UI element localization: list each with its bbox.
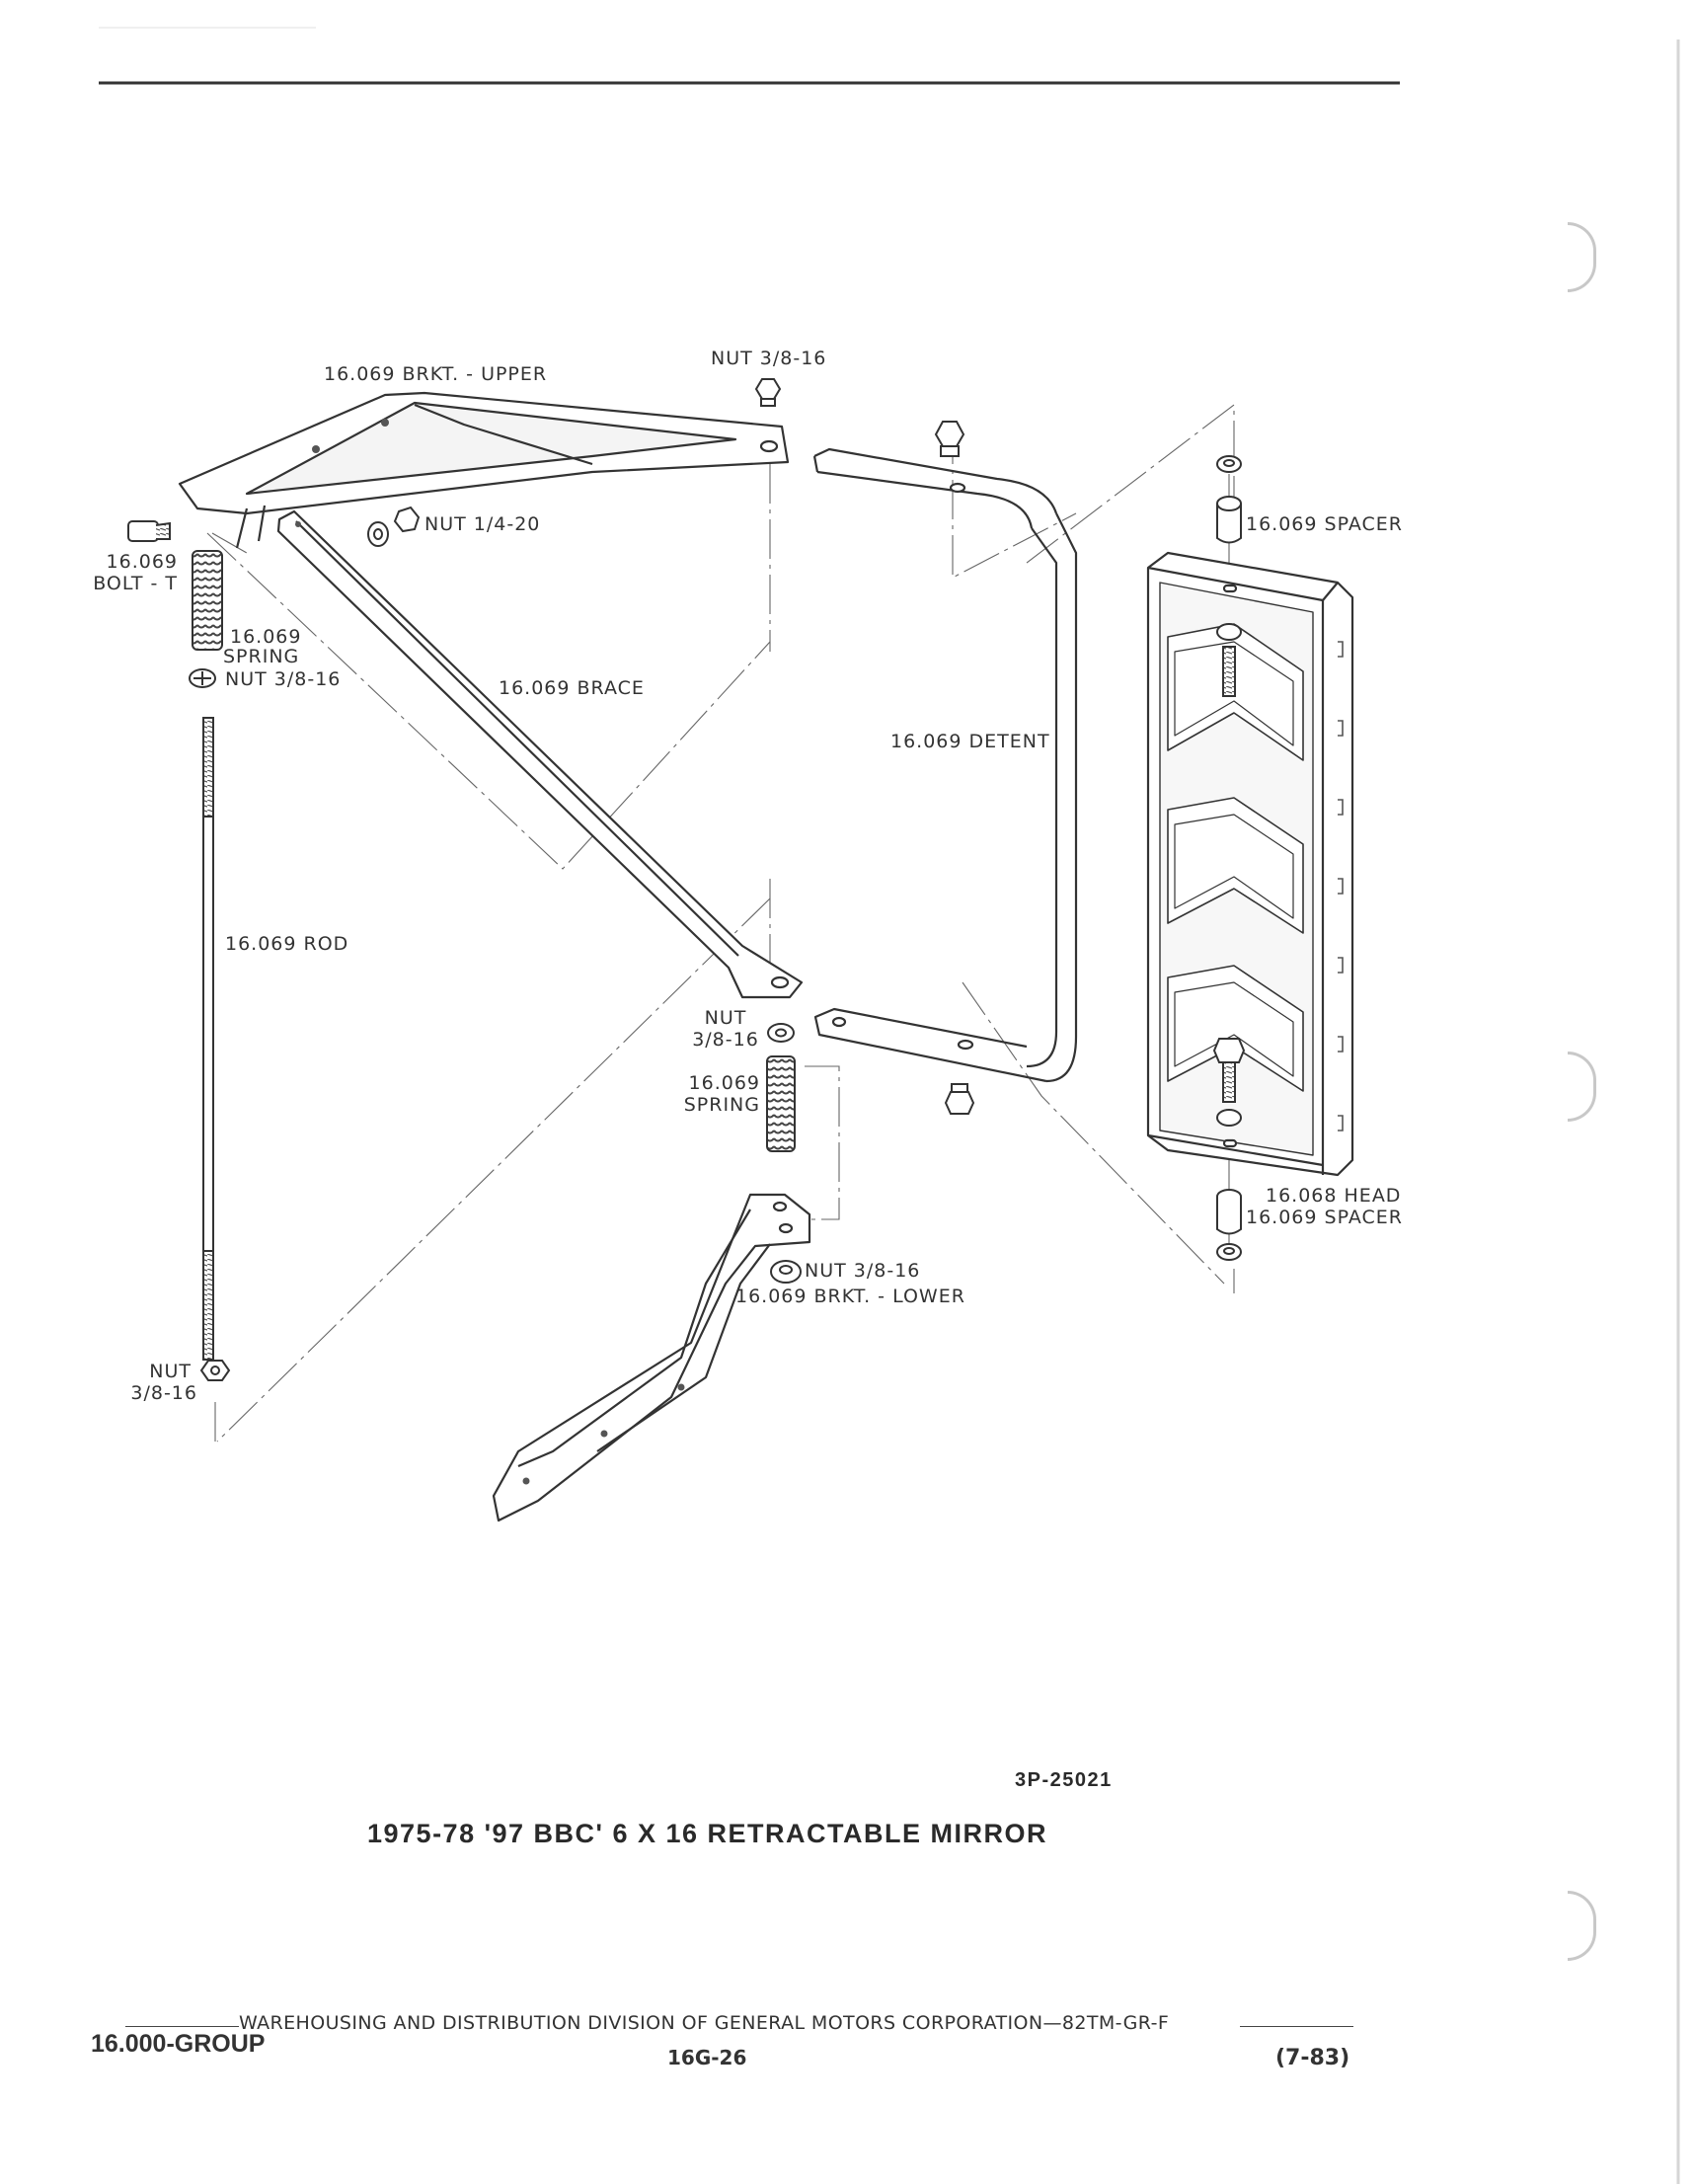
detent-nut-icon [934,421,965,457]
label-brace: 16.069 BRACE [499,677,645,699]
footer-publisher: WAREHOUSING AND DISTRIBUTION DIVISION OF… [239,2012,1170,2034]
label-bracket-upper: 16.069 BRKT. - UPPER [324,363,548,385]
label-nut-left: NUT 3/8-16 [225,668,342,690]
label-rod: 16.069 ROD [225,933,349,955]
mirror-head-clips [1338,641,1344,1131]
nut-mid-icon [767,1023,795,1043]
label-nut-bottom-line1: NUT [149,1361,192,1382]
nut-top-icon [754,378,782,407]
detent-icon [812,447,1078,1083]
label-bolt-t-line2: BOLT - T [93,573,178,594]
footer-date: (7-83) [1275,2046,1350,2070]
label-nut-mid-line1: NUT [704,1007,747,1029]
nut-lower-icon [770,1260,802,1284]
footer-rule-right [1240,2026,1353,2027]
footer-page-number: 16G-26 [667,2046,747,2069]
label-nut-lower: NUT 3/8-16 [805,1260,921,1282]
label-spring-upper-line1: 16.069 [230,626,302,648]
explode-guide-lines [206,403,1235,1443]
figure-caption: 1975-78 '97 BBC' 6 X 16 RETRACTABLE MIRR… [367,1819,1047,1848]
label-bracket-lower: 16.069 BRKT. - LOWER [735,1286,965,1307]
rod-icon [202,717,214,1361]
label-nut-top: NUT 3/8-16 [711,348,827,369]
footer-group: 16.000-GROUP [91,2030,266,2058]
spacer-bottom-icon [1216,1189,1242,1261]
label-spacer-top: 16.069 SPACER [1246,513,1403,535]
lower-bolt-icon [1212,1038,1246,1127]
label-nut-bottom-line2: 3/8-16 [130,1382,197,1404]
label-head: 16.068 HEAD [1266,1185,1402,1207]
lower-bracket [492,1193,811,1522]
label-nut-mid-line2: 3/8-16 [692,1029,759,1051]
detent-bottom-nut-icon [944,1083,975,1115]
label-spring-upper-line2: SPRING [223,646,300,667]
label-spring-lower-line2: SPRING [683,1094,760,1116]
label-spring-lower-line1: 16.069 [688,1072,760,1094]
upper-bolt-icon [1216,623,1242,697]
mirror-head [1146,551,1354,1177]
spacer-top-icon [1216,455,1242,544]
figure-number: 3P-25021 [1015,1769,1113,1791]
label-detent: 16.069 DETENT [890,731,1050,752]
nut-quarter-icon [367,506,421,547]
brace-icon [276,509,804,999]
lower-spring-icon [766,1055,796,1152]
label-spacer-bottom: 16.069 SPACER [1246,1207,1403,1228]
bolt-t-icon [127,520,171,542]
upper-bracket [178,391,790,549]
footer-rule-left [125,2026,239,2027]
nut-bottom-icon [199,1360,231,1381]
label-bolt-t-line1: 16.069 [106,551,178,573]
label-nut-quarter: NUT 1/4-20 [424,513,541,535]
upper-spring-icon [192,550,223,651]
nut-left-icon [189,668,216,688]
